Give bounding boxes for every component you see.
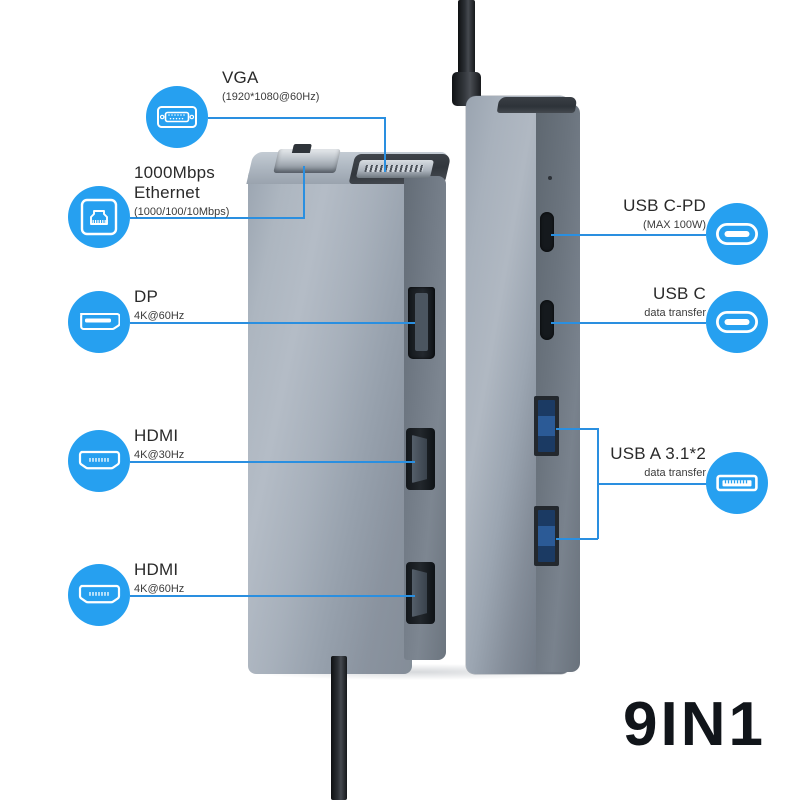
usb-c-host-cable-bottom xyxy=(331,656,347,800)
usb-c-icon xyxy=(706,203,768,265)
leader-line-usb-a-stem xyxy=(597,483,707,485)
usb-a-tongue xyxy=(538,416,555,436)
callout-usb-c-pd: USB C-PD (MAX 100W) xyxy=(566,196,706,232)
callout-dp-title: DP xyxy=(134,287,159,306)
hub-rear-top-strip xyxy=(496,97,578,113)
ethernet-latch xyxy=(291,144,312,153)
hdmi-icon xyxy=(68,430,130,492)
leader-line-hdmi-1 xyxy=(130,461,415,463)
displayport-icon xyxy=(68,291,130,353)
leader-line-vga-horizontal xyxy=(208,117,386,119)
callout-vga: VGA (1920*1080@60Hz) xyxy=(222,68,319,104)
port-hdmi-1 xyxy=(406,428,435,490)
port-usb-c-pd xyxy=(540,212,554,252)
hdmi-icon xyxy=(68,564,130,626)
hub-front-body xyxy=(248,168,412,674)
leader-line-hdmi-2 xyxy=(130,595,415,597)
leader-line-usb-a-bottom-stub xyxy=(556,538,598,540)
leader-line-usb-a-top-stub xyxy=(556,428,598,430)
callout-usb-c-sub: data transfer xyxy=(644,307,706,320)
callout-usb-a: USB A 3.1*2 data transfer xyxy=(566,444,706,480)
callout-dp-sub: 4K@60Hz xyxy=(134,310,185,323)
hub-rear-port-face xyxy=(536,104,580,672)
callout-vga-sub: (1920*1080@60Hz) xyxy=(222,91,320,104)
leader-line-dp xyxy=(130,322,415,324)
port-vga xyxy=(355,160,435,178)
leader-line-usb-c xyxy=(551,322,706,324)
callout-usb-c: USB C data transfer xyxy=(566,284,706,320)
callout-ethernet-sub: (1000/100/10Mbps) xyxy=(134,206,230,219)
port-usb-a-2 xyxy=(534,506,559,566)
callout-ethernet-title-line2: Ethernet xyxy=(134,183,200,203)
hdmi-contacts xyxy=(412,435,427,483)
callout-dp: DP 4K@60Hz xyxy=(134,287,184,323)
usb-c-host-cable-top xyxy=(458,0,475,80)
leader-line-vga-vertical xyxy=(384,117,386,172)
callout-usb-a-sub: data transfer xyxy=(644,467,706,480)
callout-hdmi-2-title: HDMI xyxy=(134,560,179,579)
callout-ethernet: 1000Mbps Ethernet (1000/100/10Mbps) xyxy=(134,163,229,219)
ethernet-icon xyxy=(68,186,130,248)
usb-a-tongue xyxy=(538,526,555,546)
port-usb-a-1 xyxy=(534,396,559,456)
callout-usb-c-pd-sub: (MAX 100W) xyxy=(643,219,706,232)
callout-usb-c-title: USB C xyxy=(653,284,706,303)
led-indicator xyxy=(548,176,552,180)
callout-usb-a-title: USB A 3.1*2 xyxy=(610,444,706,463)
vga-icon xyxy=(146,86,208,148)
callout-hdmi-1: HDMI 4K@30Hz xyxy=(134,426,184,462)
port-ethernet xyxy=(273,144,341,173)
callout-vga-title: VGA xyxy=(222,68,259,87)
callout-hdmi-2-sub: 4K@60Hz xyxy=(134,583,185,596)
leader-line-ethernet-vertical xyxy=(303,166,305,218)
port-usb-c-data xyxy=(540,300,554,340)
callout-hdmi-1-title: HDMI xyxy=(134,426,179,445)
vga-pins xyxy=(364,165,424,172)
product-headline: 9IN1 xyxy=(623,690,766,759)
callout-hdmi-1-sub: 4K@30Hz xyxy=(134,449,185,462)
callout-usb-c-pd-title: USB C-PD xyxy=(623,196,706,215)
leader-line-usb-c-pd xyxy=(551,234,706,236)
hdmi-contacts xyxy=(412,569,427,617)
callout-ethernet-title-line1: 1000Mbps xyxy=(134,163,215,182)
leader-line-ethernet-horizontal xyxy=(130,217,305,219)
callout-hdmi-2: HDMI 4K@60Hz xyxy=(134,560,184,596)
usb-c-icon xyxy=(706,291,768,353)
usb-a-icon xyxy=(706,452,768,514)
port-hdmi-2 xyxy=(406,562,435,624)
